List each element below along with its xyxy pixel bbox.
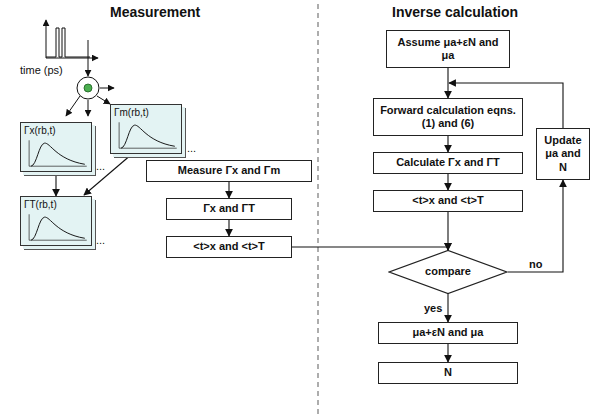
- node-text: Assume μa+εN and μa: [391, 36, 505, 62]
- curve-panel: Γx(rb,t): [20, 122, 92, 172]
- detector-arrows: [66, 88, 114, 116]
- process-box: μa+εN and μa: [378, 322, 518, 344]
- flow-arrow: [447, 344, 448, 362]
- flow-arrow: [447, 136, 448, 152]
- process-box: <t>x and <t>T: [373, 190, 523, 212]
- node-text: Γm(rb,t): [114, 107, 149, 119]
- axis-label: time (ps): [20, 64, 63, 76]
- node-text: Γx(rb,t): [24, 125, 56, 137]
- flow-arrow: [292, 247, 448, 250]
- divider: [317, 4, 318, 415]
- flow-arrow: [228, 220, 229, 236]
- node-text: <t>x and <t>T: [193, 240, 265, 253]
- ellipsis: ...: [187, 142, 196, 154]
- process-box: <t>x and <t>T: [166, 236, 292, 258]
- process-box: Forward calculation eqns. (1) and (6): [373, 98, 523, 136]
- tissue-sphere: [77, 77, 99, 99]
- node-text: Γx and ΓT: [203, 202, 255, 215]
- ellipsis: ...: [96, 234, 105, 246]
- node-text: Update μa and N: [541, 134, 585, 174]
- section-heading: Measurement: [110, 4, 200, 20]
- process-box: N: [378, 362, 518, 384]
- node-text: μa+εN and μa: [413, 326, 484, 339]
- node-text: Measure Γx and Γm: [178, 164, 280, 177]
- node-text: N: [444, 366, 452, 379]
- flow-arrow: [447, 294, 448, 322]
- node-text: Calculate Γx and ΓT: [396, 156, 500, 169]
- curve-panel: ΓT(rb,t): [20, 196, 92, 246]
- flow-arrow: [447, 68, 448, 98]
- process-box: Assume μa+εN and μa: [386, 30, 510, 68]
- node-text: compare: [425, 265, 471, 278]
- decision-diamond: compare: [388, 250, 508, 294]
- flow-arrow: [447, 174, 448, 190]
- node-text: ΓT(rb,t): [24, 199, 57, 211]
- flow-arrow: [228, 182, 229, 198]
- process-box: Measure Γx and Γm: [146, 160, 312, 182]
- process-box: Update μa and N: [536, 128, 590, 180]
- node-text: Forward calculation eqns. (1) and (6): [378, 104, 518, 130]
- ellipsis: ...: [96, 160, 105, 172]
- flow-arrow: [447, 212, 448, 250]
- edge-label: no: [528, 258, 543, 270]
- process-box: Calculate Γx and ΓT: [373, 152, 523, 174]
- node-text: <t>x and <t>T: [412, 194, 484, 207]
- flow-arrow: [55, 172, 56, 196]
- curve-panel: Γm(rb,t): [110, 104, 182, 154]
- process-box: Γx and ΓT: [166, 198, 292, 220]
- edge-label: yes: [423, 302, 443, 314]
- section-heading: Inverse calculation: [392, 4, 518, 20]
